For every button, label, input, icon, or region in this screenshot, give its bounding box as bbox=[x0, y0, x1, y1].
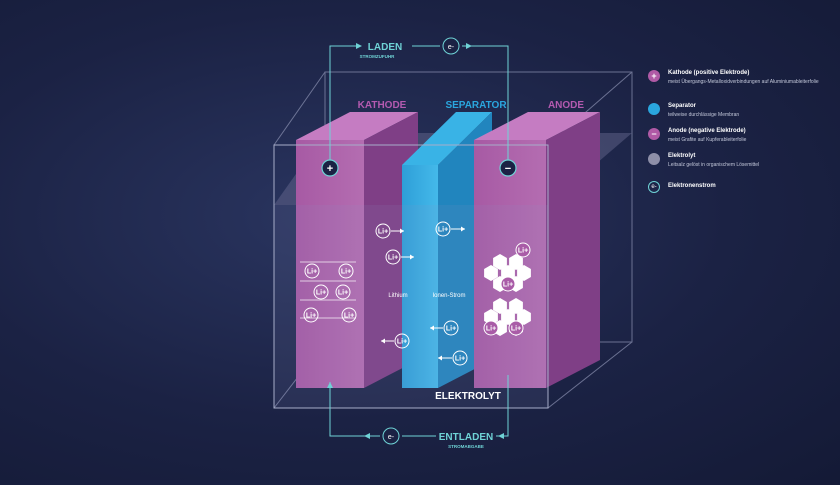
discharge-arrow-up bbox=[327, 382, 333, 388]
svg-text:Li+: Li+ bbox=[388, 255, 398, 262]
lithium-ion-icon: Li+ bbox=[304, 263, 320, 279]
svg-text:Li+: Li+ bbox=[316, 290, 326, 297]
lithium-ion-icon: Li+ bbox=[341, 307, 357, 323]
ion-arrowhead bbox=[410, 254, 414, 260]
minus-icon: − bbox=[648, 128, 660, 140]
legend-title: Anode (negative Elektrode) bbox=[668, 128, 746, 134]
lithium-ion-icon: Li+ bbox=[452, 350, 468, 366]
ion-arrowhead bbox=[400, 228, 404, 234]
graphite-hexagon bbox=[493, 298, 507, 314]
svg-text:e-: e- bbox=[448, 44, 455, 51]
anode-ions: Li+ Li+ Li+ Li+ bbox=[483, 242, 531, 336]
electron-icon: e- bbox=[648, 181, 660, 193]
charge-circuit bbox=[329, 45, 509, 160]
discharge-sublabel: STROMABGABE bbox=[448, 444, 484, 449]
ion-arrowhead bbox=[461, 226, 465, 232]
electrolyte-swatch-icon bbox=[648, 153, 660, 165]
plus-terminal-icon: + bbox=[321, 159, 339, 177]
ion-current-label: Ionen-Strom bbox=[432, 293, 465, 299]
ion-arrowhead bbox=[430, 325, 434, 331]
plus-icon: + bbox=[648, 70, 660, 82]
svg-text:Li+: Li+ bbox=[397, 339, 407, 346]
graphite-hexagon bbox=[517, 265, 531, 281]
charge-sublabel: STROMZUFUHR bbox=[360, 54, 395, 59]
lithium-ion-icon: Li+ bbox=[385, 249, 401, 265]
discharge-arrow-left bbox=[364, 433, 370, 439]
cathode-ions: Li+ Li+ Li+ Li+ Li+ Li+ bbox=[303, 263, 357, 323]
lithium-ion-icon: Li+ bbox=[515, 242, 531, 258]
svg-text:e-: e- bbox=[388, 434, 395, 441]
svg-text:+: + bbox=[327, 163, 333, 175]
lithium-ion-icon: Li+ bbox=[508, 320, 524, 336]
svg-text:Li+: Li+ bbox=[341, 269, 351, 276]
svg-text:Li+: Li+ bbox=[511, 326, 521, 333]
ion-arrowhead bbox=[381, 338, 385, 344]
lithium-ion-icon: Li+ bbox=[500, 276, 516, 292]
svg-text:Li+: Li+ bbox=[518, 248, 528, 255]
cathode-lattice bbox=[300, 261, 356, 319]
svg-text:−: − bbox=[505, 163, 511, 175]
legend-title: Separator bbox=[668, 103, 697, 109]
graphite-hexagon bbox=[493, 254, 507, 270]
legend-desc: meist Übergangs-Metalloxidverbindungen a… bbox=[668, 79, 819, 85]
svg-text:Li+: Li+ bbox=[486, 326, 496, 333]
svg-text:Li+: Li+ bbox=[455, 356, 465, 363]
separator-label: SEPARATOR bbox=[445, 100, 507, 111]
electrolyte-fill bbox=[274, 205, 548, 408]
svg-text:Li+: Li+ bbox=[503, 282, 513, 289]
lithium-ion-icon: Li+ bbox=[335, 284, 351, 300]
legend-title: Elektrolyt bbox=[668, 153, 696, 159]
lithium-ion-icon: Li+ bbox=[338, 263, 354, 279]
legend-title: Elektronenstrom bbox=[668, 183, 716, 189]
legend-desc: meist Grafite auf Kupferableiterfolie bbox=[668, 137, 747, 143]
svg-text:Li+: Li+ bbox=[338, 290, 348, 297]
discharge-label: ENTLADEN bbox=[439, 432, 493, 443]
lithium-ion-icon: Li+ bbox=[303, 307, 319, 323]
charge-arrow-right bbox=[356, 43, 362, 49]
anode-block bbox=[474, 112, 600, 388]
charge-label: LADEN bbox=[368, 42, 402, 53]
minus-terminal-icon: − bbox=[499, 159, 517, 177]
graphite-hexagon bbox=[484, 265, 498, 281]
graphite-hexagon bbox=[517, 309, 531, 325]
graphite-hexagon bbox=[501, 265, 515, 281]
graphite-hexagon bbox=[501, 309, 515, 325]
charge-arrow-right-2 bbox=[466, 43, 472, 49]
graphite-hexagon bbox=[509, 254, 523, 270]
lithium-ion-icon: Li+ bbox=[443, 320, 459, 336]
graphite-hexagon bbox=[484, 309, 498, 325]
svg-text:Li+: Li+ bbox=[378, 229, 388, 236]
svg-text:Li+: Li+ bbox=[438, 227, 448, 234]
svg-text:Li+: Li+ bbox=[307, 269, 317, 276]
container-front bbox=[273, 144, 549, 409]
moving-ions: Li+ Li+ Li+ Li+ Li+ Li+ bbox=[375, 221, 468, 366]
electrolyte-label: ELEKTROLYT bbox=[435, 391, 501, 402]
anode-graphite bbox=[484, 254, 531, 336]
lithium-ion-icon: Li+ bbox=[313, 284, 329, 300]
svg-text:Li+: Li+ bbox=[306, 313, 316, 320]
legend-desc: Leitsalz gelöst in organischem Lösemitte… bbox=[668, 162, 760, 168]
lithium-ion-icon: Li+ bbox=[435, 221, 451, 237]
electron-icon-top: e- bbox=[442, 37, 460, 55]
ion-arrowhead bbox=[438, 355, 442, 361]
svg-text:Li+: Li+ bbox=[446, 326, 456, 333]
electron-icon-bottom: e- bbox=[382, 427, 400, 445]
lithium-ion-icon: Li+ bbox=[394, 333, 410, 349]
anode-label: ANODE bbox=[548, 100, 584, 111]
lithium-ion-icon: Li+ bbox=[375, 223, 391, 239]
lithium-ion-icon: Li+ bbox=[483, 320, 499, 336]
cathode-label: KATHODE bbox=[358, 100, 407, 111]
legend-title: Kathode (positive Elektrode) bbox=[668, 70, 750, 76]
separator-swatch-icon bbox=[648, 103, 660, 115]
discharge-arrow-left-2 bbox=[498, 433, 504, 439]
svg-text:Li+: Li+ bbox=[344, 313, 354, 320]
graphite-hexagon bbox=[509, 298, 523, 314]
lithium-label: Lithium bbox=[388, 293, 407, 299]
legend-desc: teilweise durchlässige Membran bbox=[668, 112, 740, 118]
